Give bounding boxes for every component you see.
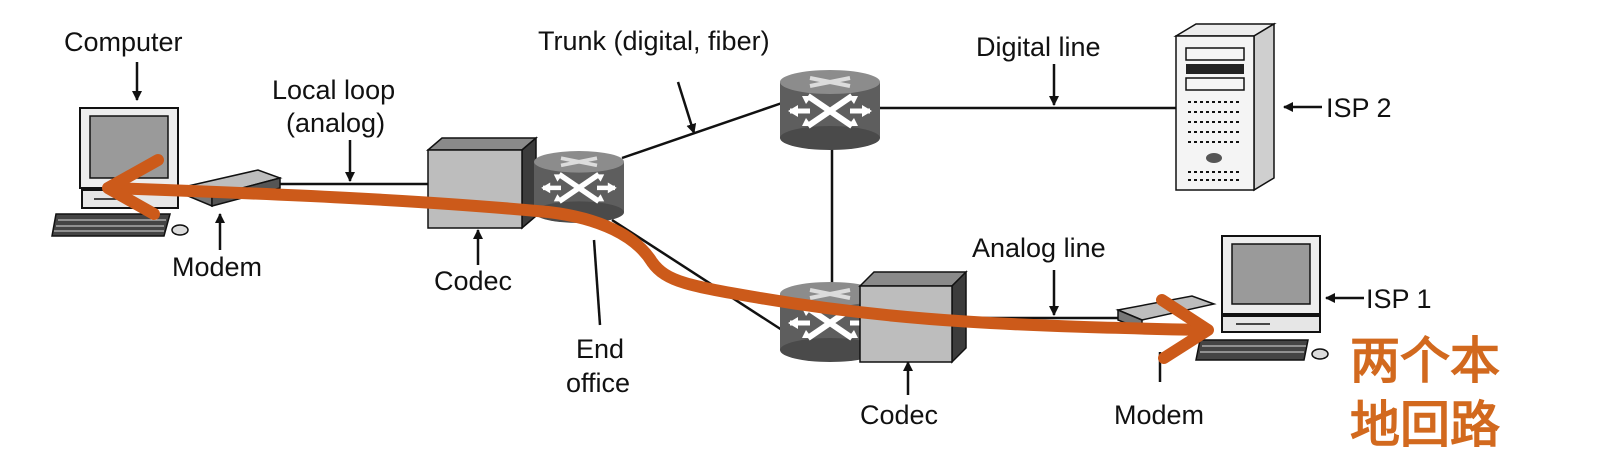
end-office-label: End — [576, 334, 624, 364]
local-loop-sublabel: (analog) — [286, 108, 385, 138]
codec-box-left — [425, 136, 539, 230]
top-switch-icon — [780, 70, 880, 150]
codec-right-label: Codec — [860, 400, 938, 430]
computer-icon — [51, 107, 189, 237]
isp1-computer-icon — [1195, 235, 1329, 361]
end-office-sublabel: office — [566, 368, 630, 398]
end-office-line — [592, 239, 602, 326]
modem-left-label: Modem — [172, 252, 262, 282]
computer-label: Computer — [64, 27, 183, 57]
digital-line-label: Digital line — [976, 32, 1101, 62]
local-loop-path-highlight — [102, 154, 1214, 364]
trunk-label: Trunk (digital, fiber) — [538, 26, 770, 56]
server-icon — [1173, 22, 1277, 192]
modem-right-label: Modem — [1114, 400, 1204, 430]
pointer-arrows — [132, 62, 1364, 395]
codec-left-label: Codec — [434, 266, 512, 296]
local-loop-label: Local loop — [272, 75, 395, 105]
analog-line-label: Analog line — [972, 233, 1106, 263]
isp2-label: ISP 2 — [1326, 93, 1392, 123]
annotation-line-2: 地回路 — [1350, 396, 1501, 454]
trunk-line — [621, 101, 783, 160]
isp1-label: ISP 1 — [1366, 284, 1432, 314]
annotation-line-1: 两个本 — [1350, 332, 1500, 390]
lower-trunk — [611, 218, 783, 332]
trunk-arrow — [676, 81, 697, 134]
